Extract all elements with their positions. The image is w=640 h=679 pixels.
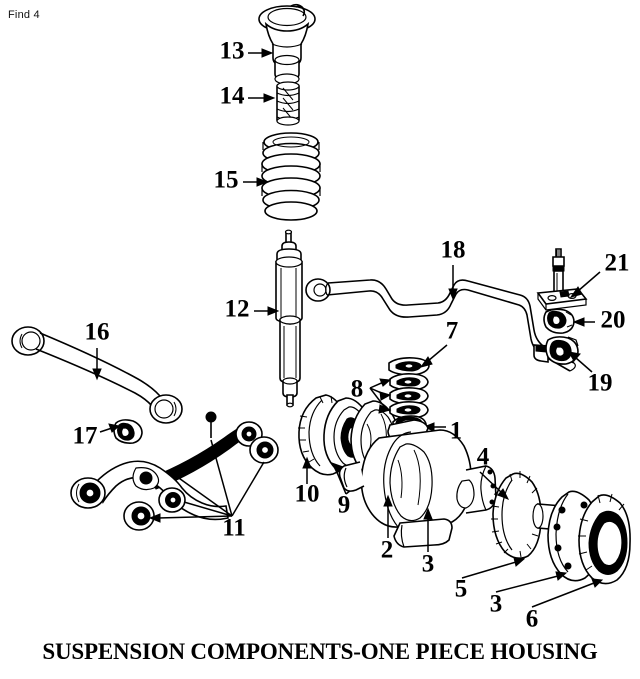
part-bump-stop-bellows [276,81,300,126]
callout-13-spring-seat: 13 [220,38,245,65]
part-wheel-hub [547,490,631,585]
callout-18-stabilizer-bar: 18 [441,237,466,264]
callout-11-control-arm-bushings: 11 [222,515,246,542]
leader-11 [148,439,265,523]
callout-1-oil-seal: 1 [450,418,463,445]
leader-16 [92,348,102,381]
callout-16-track-bar: 16 [85,319,110,346]
callout-6-wheel-hub: 6 [526,606,539,633]
callout-10-dust-cover: 10 [295,481,320,508]
callout-17-track-bar-bushing: 17 [73,423,98,450]
leader-8 [369,378,392,414]
leader-3-upper [423,507,433,552]
part-coil-spring [261,132,321,221]
callout-5-hub-flange: 5 [455,576,468,603]
callout-7-upper-washer: 7 [446,318,459,345]
leader-21 [569,271,601,298]
leader-7 [419,344,448,368]
leader-10 [302,456,312,484]
callout-21-stabilizer-link: 21 [605,250,630,277]
callout-8-washer-stack: 8 [351,376,364,403]
part-track-bar-bushing [113,419,143,444]
callout-labels: 1 2 3 4 5 3 6 7 8 9 10 11 12 13 14 15 16… [73,38,630,633]
callout-15-coil-spring: 15 [214,167,239,194]
leader-5 [461,557,526,579]
leader-1 [422,422,446,432]
part-shock-absorber [275,229,303,408]
leader-19 [568,351,593,373]
leader-2 [383,494,393,538]
leader-18 [448,265,458,301]
callout-2-steering-knuckle: 2 [381,537,394,564]
leader-15 [243,177,269,187]
leader-12 [254,306,280,316]
leader-6 [531,578,604,608]
callout-3-bearing-lower: 3 [490,591,503,618]
part-stabilizer-bushing [543,308,575,334]
part-stabilizer-link-assembly [536,248,588,311]
callout-4-axle-flange: 4 [477,444,490,471]
diagram-title: SUSPENSION COMPONENTS-ONE PIECE HOUSING [42,639,598,664]
callout-19-stabilizer-bracket: 19 [588,370,613,397]
part-spring-seat-upper-mount [258,3,316,85]
part-track-bar-panhard-rod [11,326,183,424]
leader-17 [99,423,121,433]
callout-14-bump-stop: 14 [220,83,246,110]
callout-3-bearing-upper: 3 [422,551,435,578]
leader-20 [572,317,595,327]
leader-3-lower [495,571,568,593]
leader-4 [479,471,510,500]
leader-14 [248,93,276,103]
part-stabilizer-bracket [533,336,579,365]
callout-12-shock-absorber: 12 [225,296,250,323]
part-lower-control-arm [70,411,279,531]
find-label: Find 4 [8,9,40,21]
callout-9-seal-rings: 9 [338,492,351,519]
leader-13 [248,48,274,58]
callout-20-stabilizer-bushing: 20 [601,307,626,334]
